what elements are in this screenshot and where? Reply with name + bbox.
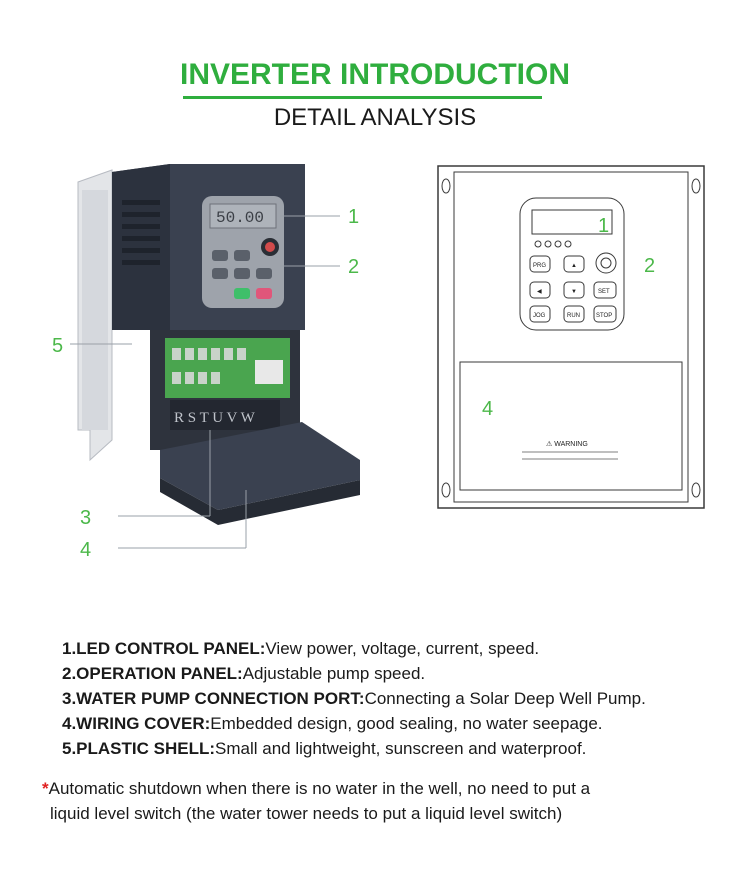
photo-callout-1: 1	[348, 206, 359, 228]
warning-title: ⚠ WARNING	[546, 440, 588, 448]
drawing-knob	[595, 252, 617, 274]
key-run: RUN	[567, 313, 580, 319]
photo-callout-5: 5	[52, 335, 63, 357]
led-display	[209, 203, 277, 229]
footnote-line-2: liquid level switch (the water tower nee…	[50, 804, 563, 823]
key-left: ◀	[537, 289, 542, 295]
feature-item: 3.WATER PUMP CONNECTION PORT:Connecting …	[62, 689, 646, 708]
key-prg: PRG	[533, 263, 546, 269]
photo-callout-4: 4	[80, 539, 91, 561]
inverter-photo: 50.00 R S T U V W 1 2 5 3 4	[52, 164, 360, 561]
footnote-line-1: Automatic shutdown when there is no wate…	[48, 779, 591, 798]
drawing-display	[531, 209, 613, 235]
key-set: SET	[598, 289, 610, 295]
feature-item: 4.WIRING COVER:Embedded design, good sea…	[62, 714, 603, 733]
display-readout: 50.00	[216, 209, 264, 227]
drawing-callout-1: 1	[598, 215, 609, 237]
inverter-drawing: PRG ▲ ◀ ▼ SET JOG RUN STOP ⚠ WARNING 1 2…	[437, 165, 705, 509]
terminal-labels: R S T U V W	[174, 410, 256, 426]
feature-item: 2.OPERATION PANEL:Adjustable pump speed.	[62, 664, 426, 683]
footnote: *Automatic shutdown when there is no wat…	[42, 776, 722, 826]
drawing-callout-2: 2	[644, 255, 655, 277]
key-stop: STOP	[596, 313, 612, 319]
feature-list: 1.LED CONTROL PANEL:View power, voltage,…	[62, 636, 742, 761]
drawing-keypad	[519, 197, 625, 331]
key-down: ▼	[571, 289, 577, 295]
drawing-cover	[459, 361, 683, 491]
key-jog: JOG	[533, 313, 546, 319]
title-underline	[183, 96, 542, 99]
drawing-callout-4: 4	[482, 398, 493, 420]
photo-callout-3: 3	[80, 507, 91, 529]
key-up: ▲	[571, 263, 577, 269]
footnote-star: *	[42, 779, 49, 798]
photo-callout-2: 2	[348, 256, 359, 278]
feature-item: 5.PLASTIC SHELL:Small and lightweight, s…	[62, 739, 587, 758]
page-title: INVERTER INTRODUCTION	[180, 58, 570, 91]
feature-item: 1.LED CONTROL PANEL:View power, voltage,…	[62, 639, 540, 658]
page-subtitle: DETAIL ANALYSIS	[273, 104, 477, 131]
